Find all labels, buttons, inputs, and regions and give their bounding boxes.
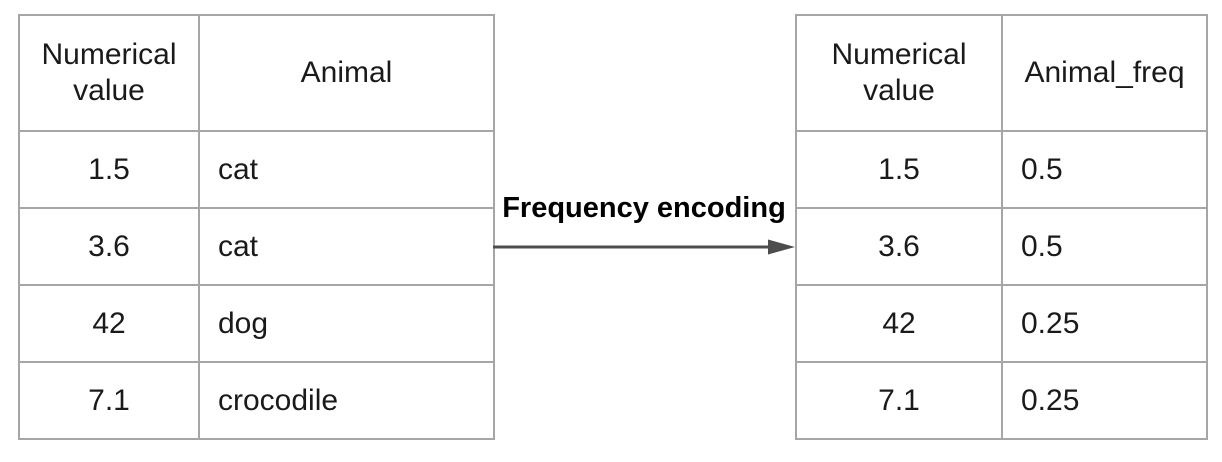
table-row: 3.6 0.5 bbox=[795, 207, 1208, 286]
animal-cell: dog bbox=[198, 284, 495, 363]
animal-cell: cat bbox=[198, 207, 495, 286]
table-row: 7.1 0.25 bbox=[795, 361, 1208, 440]
animal-cell: crocodile bbox=[198, 361, 495, 440]
right-header-animal-freq: Animal_freq bbox=[1001, 14, 1208, 132]
table-row: 42 0.25 bbox=[795, 284, 1208, 363]
animal-cell: cat bbox=[198, 130, 495, 209]
header-label: Animal bbox=[300, 56, 393, 89]
table-row: 3.6 cat bbox=[18, 207, 495, 286]
numerical-value-cell: 3.6 bbox=[795, 207, 1003, 286]
encoded-data-table: Numerical value Animal_freq 1.5 0.5 3.6 … bbox=[795, 14, 1208, 440]
right-header-numerical-value: Numerical value bbox=[795, 14, 1003, 132]
header-label: Numerical value bbox=[41, 38, 177, 107]
numerical-value-cell: 1.5 bbox=[18, 130, 200, 209]
animal-freq-cell: 0.5 bbox=[1001, 207, 1208, 286]
right-table-header-row: Numerical value Animal_freq bbox=[795, 14, 1208, 132]
header-label: Animal_freq bbox=[1024, 56, 1185, 89]
right-arrow-icon bbox=[493, 239, 795, 255]
numerical-value-cell: 7.1 bbox=[795, 361, 1003, 440]
header-label: Numerical value bbox=[831, 38, 967, 107]
numerical-value-cell: 3.6 bbox=[18, 207, 200, 286]
left-table-header-row: Numerical value Animal bbox=[18, 14, 495, 132]
animal-freq-cell: 0.25 bbox=[1001, 284, 1208, 363]
table-row: 7.1 crocodile bbox=[18, 361, 495, 440]
numerical-value-cell: 1.5 bbox=[795, 130, 1003, 209]
left-header-animal: Animal bbox=[198, 14, 495, 132]
table-row: 1.5 0.5 bbox=[795, 130, 1208, 209]
numerical-value-cell: 42 bbox=[795, 284, 1003, 363]
numerical-value-cell: 42 bbox=[18, 284, 200, 363]
left-header-numerical-value: Numerical value bbox=[18, 14, 200, 132]
table-row: 42 dog bbox=[18, 284, 495, 363]
table-row: 1.5 cat bbox=[18, 130, 495, 209]
transformation-annotation: Frequency encoding bbox=[492, 192, 796, 256]
animal-freq-cell: 0.5 bbox=[1001, 130, 1208, 209]
numerical-value-cell: 7.1 bbox=[18, 361, 200, 440]
animal-freq-cell: 0.25 bbox=[1001, 361, 1208, 440]
arrow-label: Frequency encoding bbox=[502, 192, 786, 224]
original-data-table: Numerical value Animal 1.5 cat 3.6 cat 4… bbox=[18, 14, 495, 440]
